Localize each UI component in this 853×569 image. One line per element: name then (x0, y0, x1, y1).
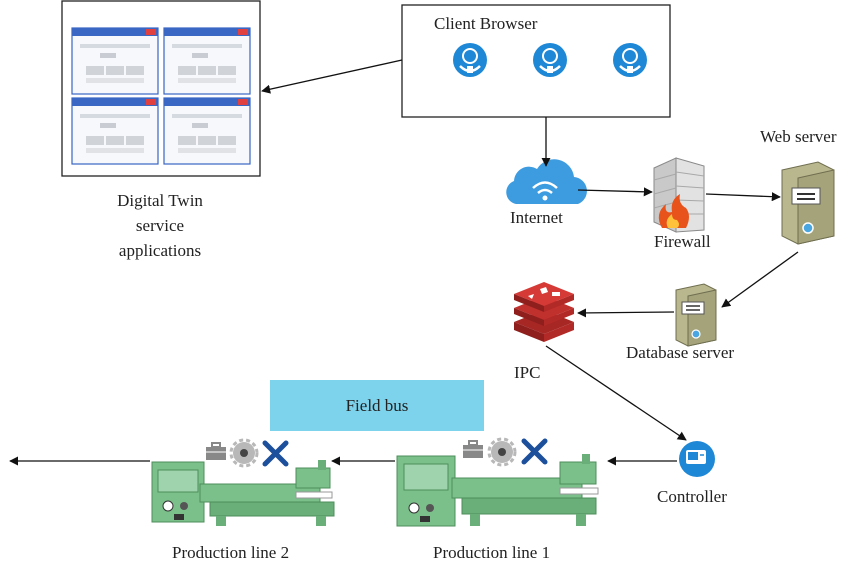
wrench-screwdriver-icon (262, 440, 289, 467)
line-2-tools (206, 438, 289, 468)
cloud-wifi-icon (506, 159, 587, 204)
controller-label: Controller (657, 487, 727, 506)
lathe-machine-2-icon (151, 460, 335, 526)
ipc-stack-icon (514, 282, 574, 342)
app-window-icon (163, 27, 251, 95)
firewall-label: Firewall (654, 232, 711, 251)
digital-twin-label-line-2: service (135, 216, 185, 235)
digital-twin-label-line-1: Digital Twin (117, 191, 203, 210)
database-server-icon (675, 283, 717, 347)
ipc-label: IPC (514, 363, 541, 382)
globe-hand-icon (533, 43, 567, 77)
production-line-1-label: Production line 1 (433, 543, 551, 562)
lathe-machine-1-icon (396, 454, 599, 527)
field-bus-box (270, 380, 484, 431)
toolbox-icon (463, 440, 483, 458)
digital-twin-label: Digital Twin service applications (80, 188, 240, 263)
app-window-icon (163, 97, 251, 165)
globe-hand-icon (613, 43, 647, 77)
wrench-screwdriver-icon (521, 438, 548, 465)
web-server-label: Web server (760, 127, 837, 146)
client-browser-label: Client Browser (434, 14, 538, 33)
arrow-browser-to-twin (261, 59, 403, 94)
arrow-firewall-to-webserver (705, 192, 781, 202)
app-window-icon (71, 27, 159, 95)
database-server-label: Database server (626, 343, 735, 362)
arrow-database-to-ipc (577, 308, 675, 318)
web-server-icon (781, 161, 835, 245)
arrow-webserver-to-database (721, 251, 799, 308)
toolbox-icon (206, 442, 226, 460)
app-window-icon (71, 97, 159, 165)
internet-label: Internet (510, 208, 563, 227)
line-1-tools (463, 437, 548, 467)
arrow-internet-to-firewall (577, 187, 653, 197)
gear-icon (229, 438, 259, 468)
field-bus-label: Field bus (345, 396, 409, 415)
arrow-ipc-to-controller (545, 345, 687, 441)
digital-twin-label-line-3: applications (118, 241, 202, 260)
firewall-icon (653, 157, 705, 233)
production-line-2-label: Production line 2 (172, 543, 290, 562)
globe-hand-icon (453, 43, 487, 77)
digital-twin-screens-panel (61, 0, 261, 177)
gear-icon (487, 437, 517, 467)
controller-icon (679, 441, 715, 477)
